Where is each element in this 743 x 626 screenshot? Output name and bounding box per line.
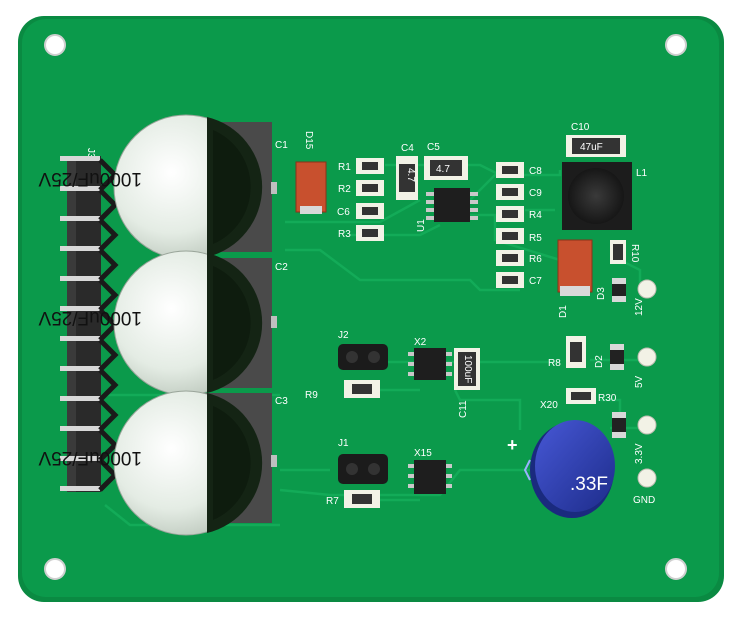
supercap-value: .33F (570, 474, 608, 495)
label-5v: 5V (634, 375, 645, 388)
label-x2: X2 (414, 337, 427, 348)
diode-d3: D3 (596, 278, 626, 302)
label-x15: X15 (414, 448, 432, 459)
label-c5: C5 (427, 142, 440, 153)
resistor-r4: R4 (496, 206, 542, 222)
c3-value: 1000uF/25V (38, 447, 142, 468)
resistor-r3: R3 (338, 225, 384, 241)
c5-value: 4.7 (436, 164, 450, 175)
c4-value: 4.7 (405, 168, 416, 182)
c2-value: 1000uF/25V (38, 307, 142, 328)
label-c11: C11 (458, 400, 469, 418)
label-c2: C2 (275, 262, 288, 273)
label-d3: D3 (596, 287, 607, 300)
c1-value: 1000uF/25V (38, 168, 142, 189)
supercap-polarity: + (507, 435, 518, 455)
capacitor-c11: 100uF C11 (454, 348, 480, 418)
label-r10: R10 (629, 244, 640, 263)
capacitor-c6: C6 (337, 203, 384, 219)
label-j1: J1 (338, 438, 349, 449)
resistor-r8: R8 (548, 336, 586, 369)
label-r9: R9 (305, 390, 318, 401)
label-c6: C6 (337, 207, 350, 218)
capacitor-c4: C4 4.7 (396, 143, 418, 200)
c11-value: 100uF (462, 355, 473, 383)
capacitor-c7: C7 (496, 272, 542, 288)
label-c7: C7 (529, 276, 542, 287)
mounting-hole-icon (44, 34, 687, 580)
label-r3: R3 (338, 229, 351, 240)
label-r8: R8 (548, 358, 561, 369)
label-r4: R4 (529, 210, 542, 221)
capacitor-c2: 1000uF/25V C2 (38, 250, 288, 396)
resistor-r2: R2 (338, 180, 384, 196)
label-c9: C9 (529, 188, 542, 199)
resistor-r7: R7 (326, 490, 380, 508)
label-j3: J3 (85, 148, 96, 159)
label-r5: R5 (529, 233, 542, 244)
capacitor-c9: C9 (496, 184, 542, 200)
c10-value: 47uF (580, 142, 603, 153)
label-r30: R30 (598, 393, 617, 404)
label-d15: D15 (303, 131, 314, 150)
label-x20: X20 (540, 400, 558, 411)
label-c8: C8 (529, 166, 542, 177)
capacitor-c1: 1000uF/25V C1 (38, 114, 288, 260)
diode-d1: D1 (557, 239, 593, 318)
label-r2: R2 (338, 184, 351, 195)
label-j2: J2 (338, 330, 349, 341)
label-c3: C3 (275, 396, 288, 407)
chip-x15: X15 (408, 448, 452, 494)
label-d2: D2 (594, 355, 605, 368)
capacitor-c3: 1000uF/25V C3 (38, 390, 288, 536)
resistor-r10: R10 (610, 240, 640, 264)
inductor-l1: L1 (562, 162, 648, 230)
chip-x2: X2 (408, 337, 452, 380)
label-r6: R6 (529, 254, 542, 265)
jumper-j1: J1 (338, 438, 388, 484)
label-u1: U1 (416, 219, 427, 232)
capacitor-c5: C5 4.7 (424, 142, 468, 180)
diode-d15: D15 (295, 131, 327, 214)
label-12v: 12V (634, 298, 645, 316)
resistor-r6: R6 (496, 250, 542, 266)
label-3v3: 3.3V (634, 443, 645, 464)
supercapacitor: + .33F (507, 420, 615, 518)
label-l1: L1 (636, 168, 648, 179)
label-c10: C10 (571, 122, 590, 133)
label-d1: D1 (558, 305, 569, 318)
label-r1: R1 (338, 162, 351, 173)
label-r7: R7 (326, 496, 339, 507)
label-c4: C4 (401, 143, 414, 154)
resistor-r9: R9 (305, 380, 380, 401)
chip-u1: U1 (416, 188, 478, 232)
resistor-r5: R5 (496, 228, 542, 244)
label-group-x20: X20 R30 (540, 388, 626, 438)
resistor-r1: R1 (338, 158, 384, 174)
label-c1: C1 (275, 140, 288, 151)
diode-d2: D2 (594, 344, 624, 370)
power-terminal-icon (637, 279, 657, 488)
capacitor-c10: C10 47uF (566, 122, 626, 157)
header-j3: J3 (60, 148, 119, 492)
jumper-j2: J2 (338, 330, 388, 370)
label-gnd: GND (633, 495, 655, 506)
capacitor-c8: C8 (496, 162, 542, 178)
